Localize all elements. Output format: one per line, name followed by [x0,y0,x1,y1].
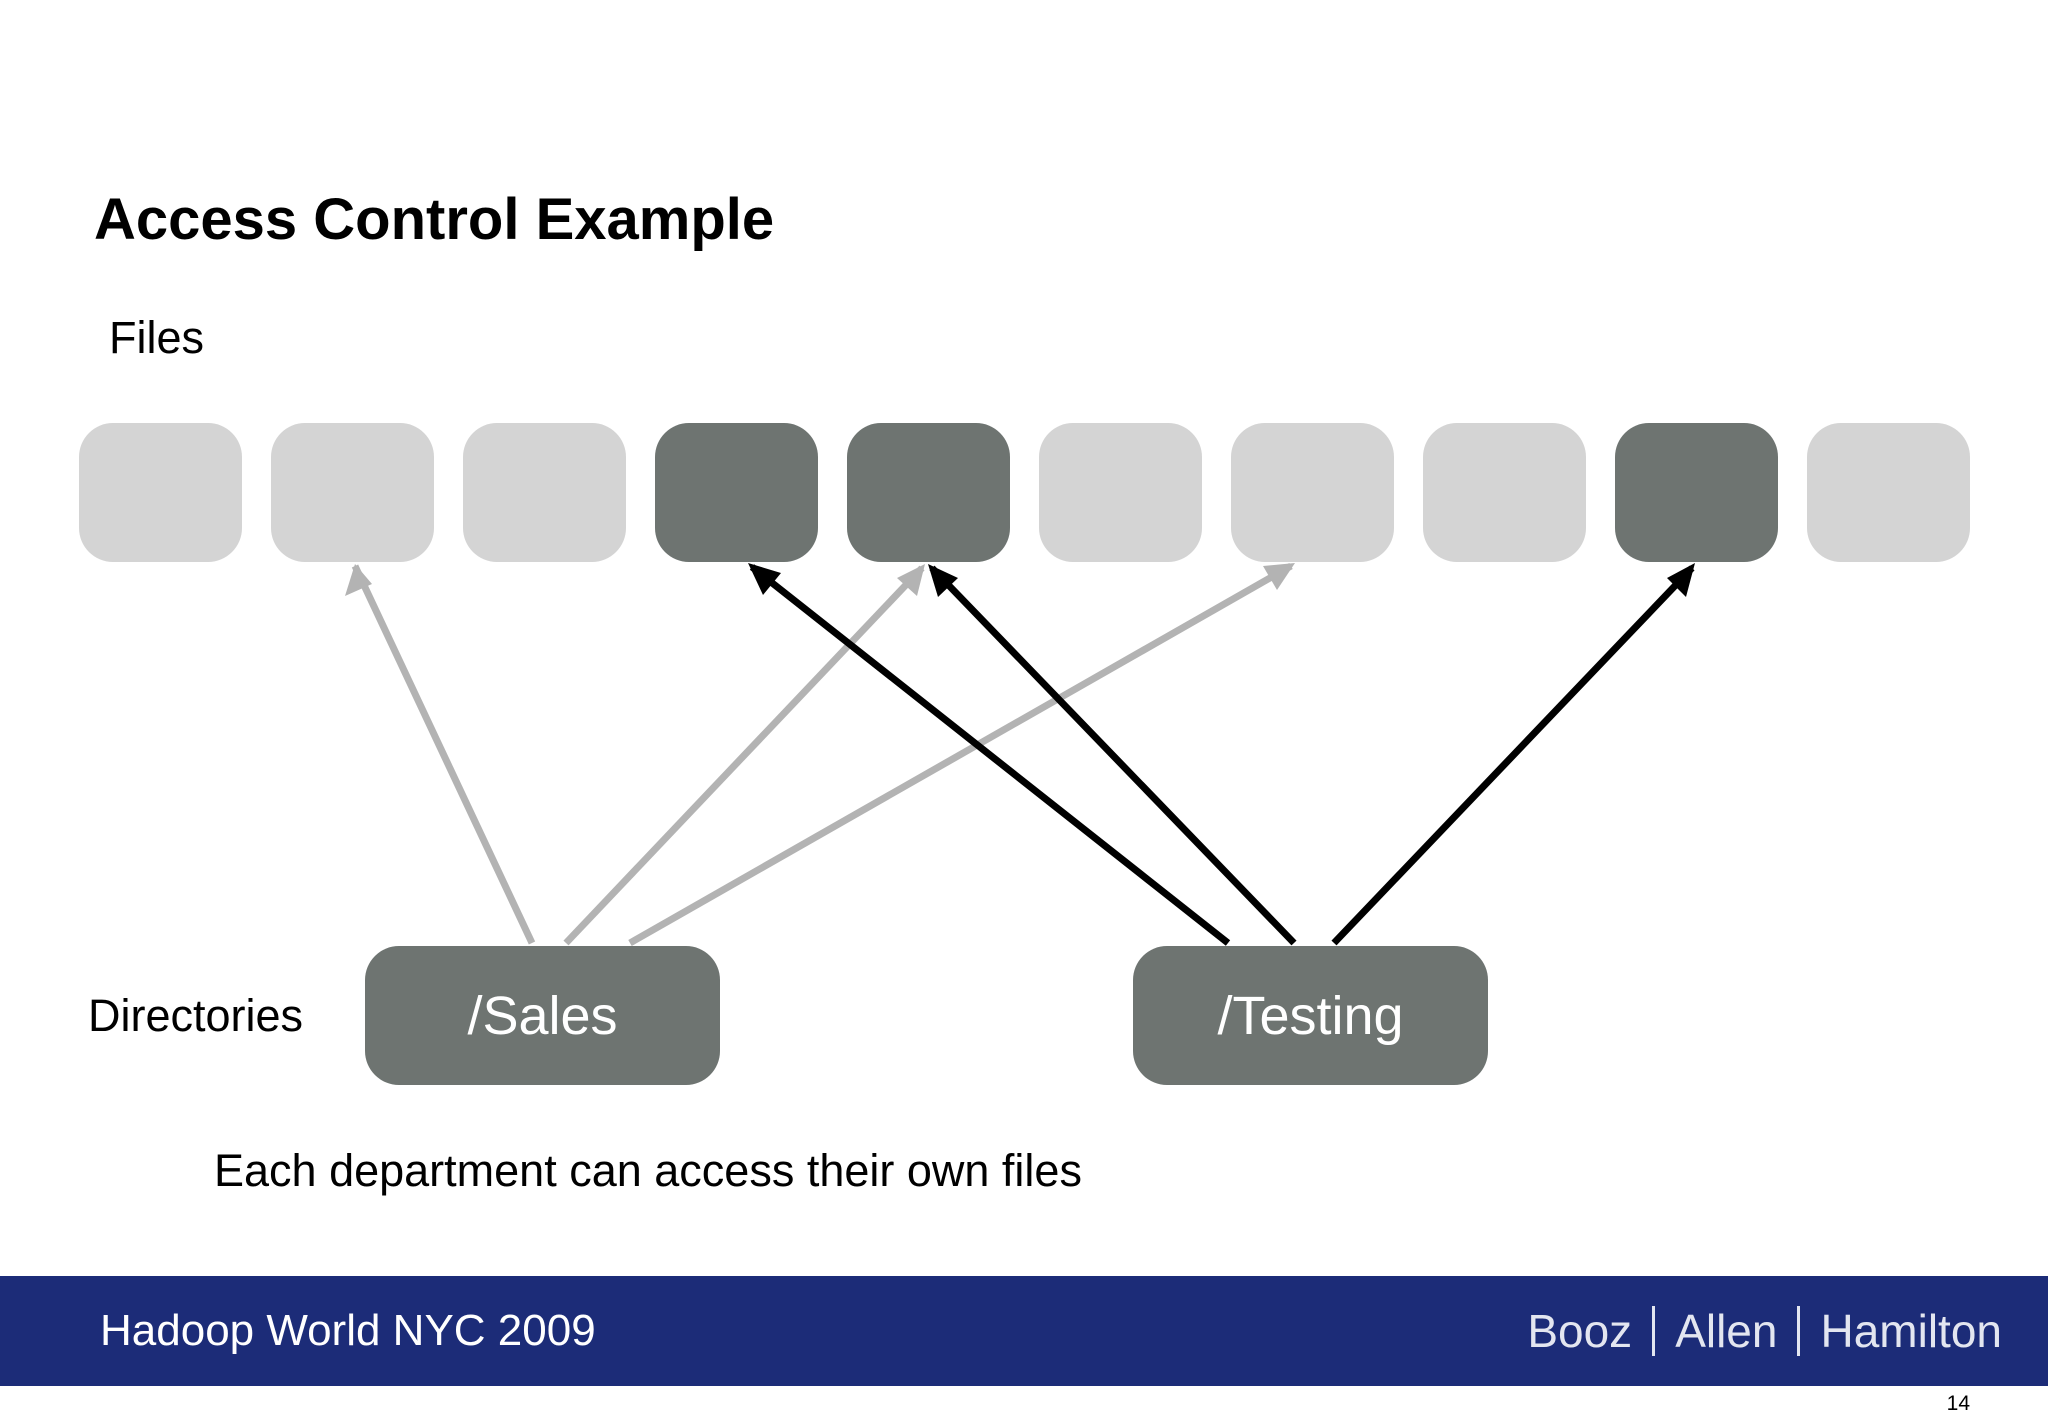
directory-sales: /Sales [365,946,720,1085]
footer-bar: Hadoop World NYC 2009 Booz Allen Hamilto… [0,1276,2048,1386]
sales-arrow-head [345,564,372,596]
sales-arrow-head [1263,563,1295,590]
logo-part: Allen [1675,1305,1778,1357]
page-number: 14 [1946,1392,1970,1415]
sales-arrow-head [897,564,925,596]
logo-divider [1652,1306,1656,1356]
logo-part: Hamilton [1820,1305,2002,1357]
testing-arrow [749,564,1231,946]
testing-arrow [929,565,1297,946]
file-box [271,423,434,562]
sales-arrow [628,562,1293,947]
testing-arrow-head [1667,563,1695,597]
file-box [1231,423,1394,562]
file-box [79,423,242,562]
file-box [1039,423,1202,562]
caption: Each department can access their own fil… [214,1145,1082,1196]
testing-arrow-head [928,564,958,597]
file-box [1423,423,1586,562]
logo-part: Booz [1527,1305,1633,1357]
files-label: Files [109,312,205,363]
company-logo: Booz Allen Hamilton [1527,1276,2002,1386]
footer-event: Hadoop World NYC 2009 [100,1306,596,1355]
sales-arrow [351,564,536,945]
testing-arrow [1331,565,1695,946]
file-box [847,423,1010,562]
logo-divider [1797,1306,1801,1356]
file-box [463,423,626,562]
file-box [1807,423,1970,562]
file-box [1615,423,1778,562]
slide-title: Access Control Example [94,187,775,252]
testing-arrow-head [748,563,781,595]
file-box [655,423,818,562]
directories-label: Directories [88,990,304,1041]
directory-testing: /Testing [1133,946,1488,1085]
sales-arrow [563,565,925,946]
